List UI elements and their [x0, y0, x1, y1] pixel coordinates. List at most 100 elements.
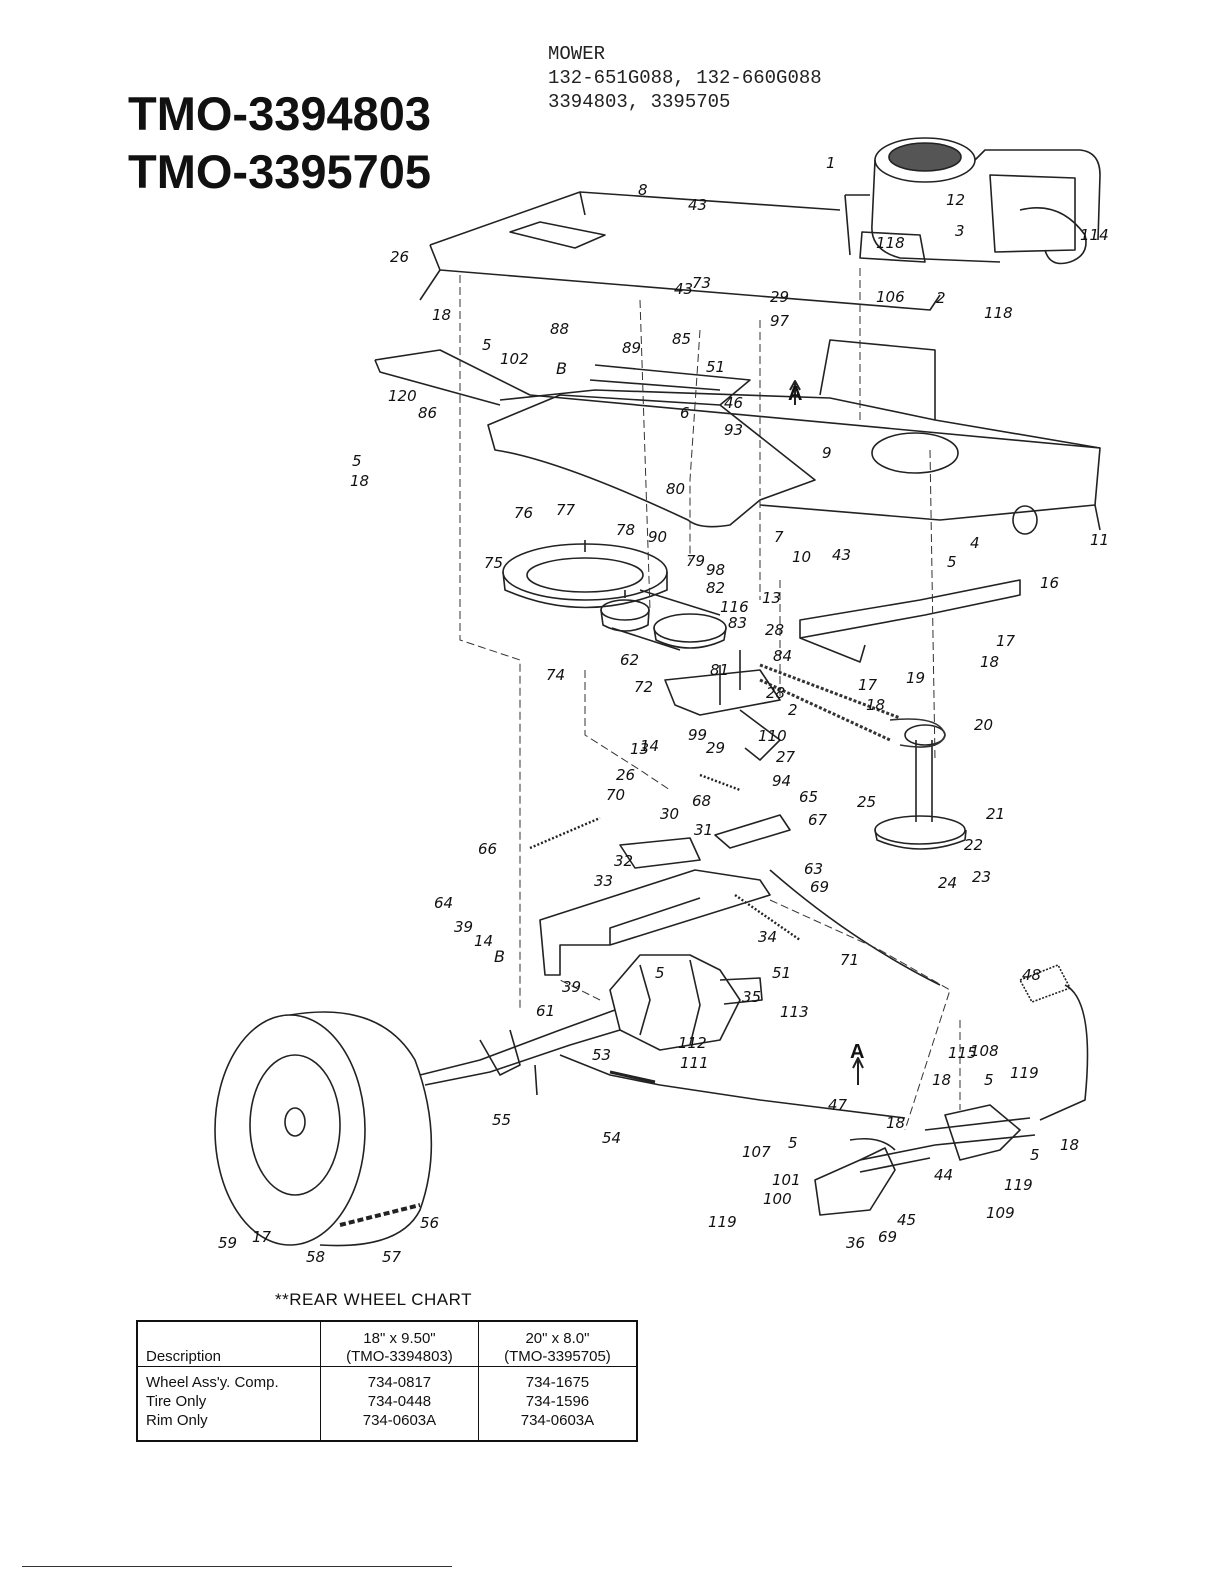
part-callout-116: 116	[720, 598, 749, 616]
part-callout-25: 25	[857, 793, 876, 811]
footrest-drawing	[487, 364, 816, 528]
part-callout-113: 113	[780, 1003, 809, 1021]
table-row: Rim Only 734-0603A 734-0603A	[137, 1411, 637, 1441]
header-line-1: MOWER	[548, 43, 606, 65]
part-callout-27: 27	[776, 748, 796, 766]
part-callout-11: 11	[1090, 531, 1109, 549]
column-header-description: Description	[137, 1321, 321, 1367]
part-callout-115: 115	[948, 1044, 977, 1062]
part-callout-68: 68	[692, 792, 711, 810]
part-callout-31: 31	[694, 821, 713, 839]
part-callout-39: 39	[454, 918, 473, 936]
part-callout-101: 101	[772, 1171, 801, 1189]
part-callout-43: 43	[688, 196, 707, 214]
transaxle-drawing	[419, 954, 763, 1096]
part-callout-29: 29	[706, 739, 725, 757]
part-callout-67: 67	[808, 811, 828, 829]
part-callout-18: 18	[1060, 1136, 1079, 1154]
part-callout-34: 34	[758, 928, 777, 946]
part-callout-22: 22	[964, 836, 983, 854]
part-callout-119: 119	[708, 1213, 737, 1231]
part-callout-54: 54	[602, 1129, 621, 1147]
title-block: TMO-3394803 TMO-3395705	[128, 85, 431, 201]
part-callout-46: 46	[724, 394, 743, 412]
part-callout-1: 1	[826, 154, 836, 172]
part-callout-8: 8	[638, 181, 648, 199]
part-callout-2: 2	[788, 701, 798, 719]
table-cell: 734-0817	[320, 1366, 479, 1392]
part-callout-33: 33	[594, 872, 613, 890]
pedal-drawing	[924, 964, 1089, 1161]
part-callout-69: 69	[878, 1228, 897, 1246]
rear-wheel-chart-caption: **REAR WHEEL CHART	[275, 1290, 472, 1309]
part-callout-66: 66	[478, 840, 497, 858]
idler-bracket-drawing	[619, 650, 791, 869]
table-cell: Tire Only	[146, 1393, 207, 1410]
part-callout-93: 93	[724, 421, 743, 439]
view-marker-b-bottom: B	[494, 947, 505, 966]
part-callout-59: 59	[218, 1234, 237, 1252]
rear-wheel-chart: Description 18" x 9.50"(TMO-3394803) 20"…	[136, 1320, 638, 1442]
part-callout-26: 26	[616, 766, 635, 784]
part-callout-63: 63	[804, 860, 823, 878]
part-callout-94: 94	[772, 772, 791, 790]
part-callout-89: 89	[622, 339, 641, 357]
part-callout-26: 26	[390, 248, 409, 266]
part-callout-19: 19	[906, 669, 925, 687]
part-callout-79: 79	[686, 552, 705, 570]
table-row: Tire Only 734-0448 734-1596	[137, 1392, 637, 1411]
model-title-1: TMO-3394803	[128, 87, 432, 140]
part-callout-80: 80	[666, 480, 685, 498]
part-callout-106: 106	[876, 288, 905, 306]
part-callout-110: 110	[758, 727, 787, 745]
part-callout-5: 5	[655, 964, 665, 982]
part-callout-102: 102	[500, 350, 529, 368]
part-callout-77: 77	[556, 501, 576, 519]
brake-linkage-drawing	[814, 1137, 936, 1216]
part-callout-17: 17	[252, 1228, 272, 1246]
part-callout-119: 119	[1004, 1176, 1033, 1194]
part-callout-108: 108	[970, 1042, 999, 1060]
part-callout-36: 36	[846, 1234, 865, 1252]
part-callout-17: 17	[858, 676, 878, 694]
part-callout-61: 61	[536, 1002, 555, 1020]
belt-drawing	[759, 663, 946, 748]
cable-drawing	[559, 869, 941, 1119]
part-callout-55: 55	[492, 1111, 511, 1129]
view-marker-b-top: B	[556, 359, 567, 378]
part-callout-14: 14	[640, 737, 659, 755]
part-callout-10: 10	[792, 548, 811, 566]
part-callout-21: 21	[986, 805, 1005, 823]
reference-lines	[459, 265, 961, 1131]
part-callout-86: 86	[418, 404, 437, 422]
rear-wheel-drawing	[214, 1011, 433, 1247]
part-callout-44: 44	[934, 1166, 953, 1184]
part-callout-9: 9	[822, 444, 832, 462]
part-callout-90: 90	[648, 528, 667, 546]
part-callout-14: 14	[474, 932, 493, 950]
part-callout-71: 71	[840, 951, 859, 969]
part-callout-88: 88	[550, 320, 569, 338]
part-callout-18: 18	[980, 653, 999, 671]
part-callout-18: 18	[350, 472, 369, 490]
chart-header-row: Description 18" x 9.50"(TMO-3394803) 20"…	[137, 1321, 637, 1367]
part-callout-111: 111	[680, 1054, 709, 1072]
part-callout-18: 18	[932, 1071, 951, 1089]
part-callout-58: 58	[306, 1248, 325, 1266]
part-callout-28: 28	[765, 621, 784, 639]
part-callout-24: 24	[938, 874, 957, 892]
part-callout-64: 64	[434, 894, 453, 912]
part-callout-5: 5	[947, 553, 957, 571]
part-callout-16: 16	[1040, 574, 1059, 592]
header-line-3: 3394803, 3395705	[548, 91, 731, 113]
part-callout-45: 45	[897, 1211, 916, 1229]
table-cell: Rim Only	[146, 1412, 208, 1429]
part-callout-13: 13	[630, 740, 649, 758]
part-callout-23: 23	[972, 868, 991, 886]
bracket-16-drawing	[799, 579, 1021, 663]
header-block: MOWER 132-651G088, 132-660G088 3394803, …	[548, 42, 822, 114]
part-callout-62: 62	[620, 651, 639, 669]
column-header-18in: 18" x 9.50"(TMO-3394803)	[320, 1321, 479, 1367]
part-callout-48: 48	[1022, 966, 1041, 984]
